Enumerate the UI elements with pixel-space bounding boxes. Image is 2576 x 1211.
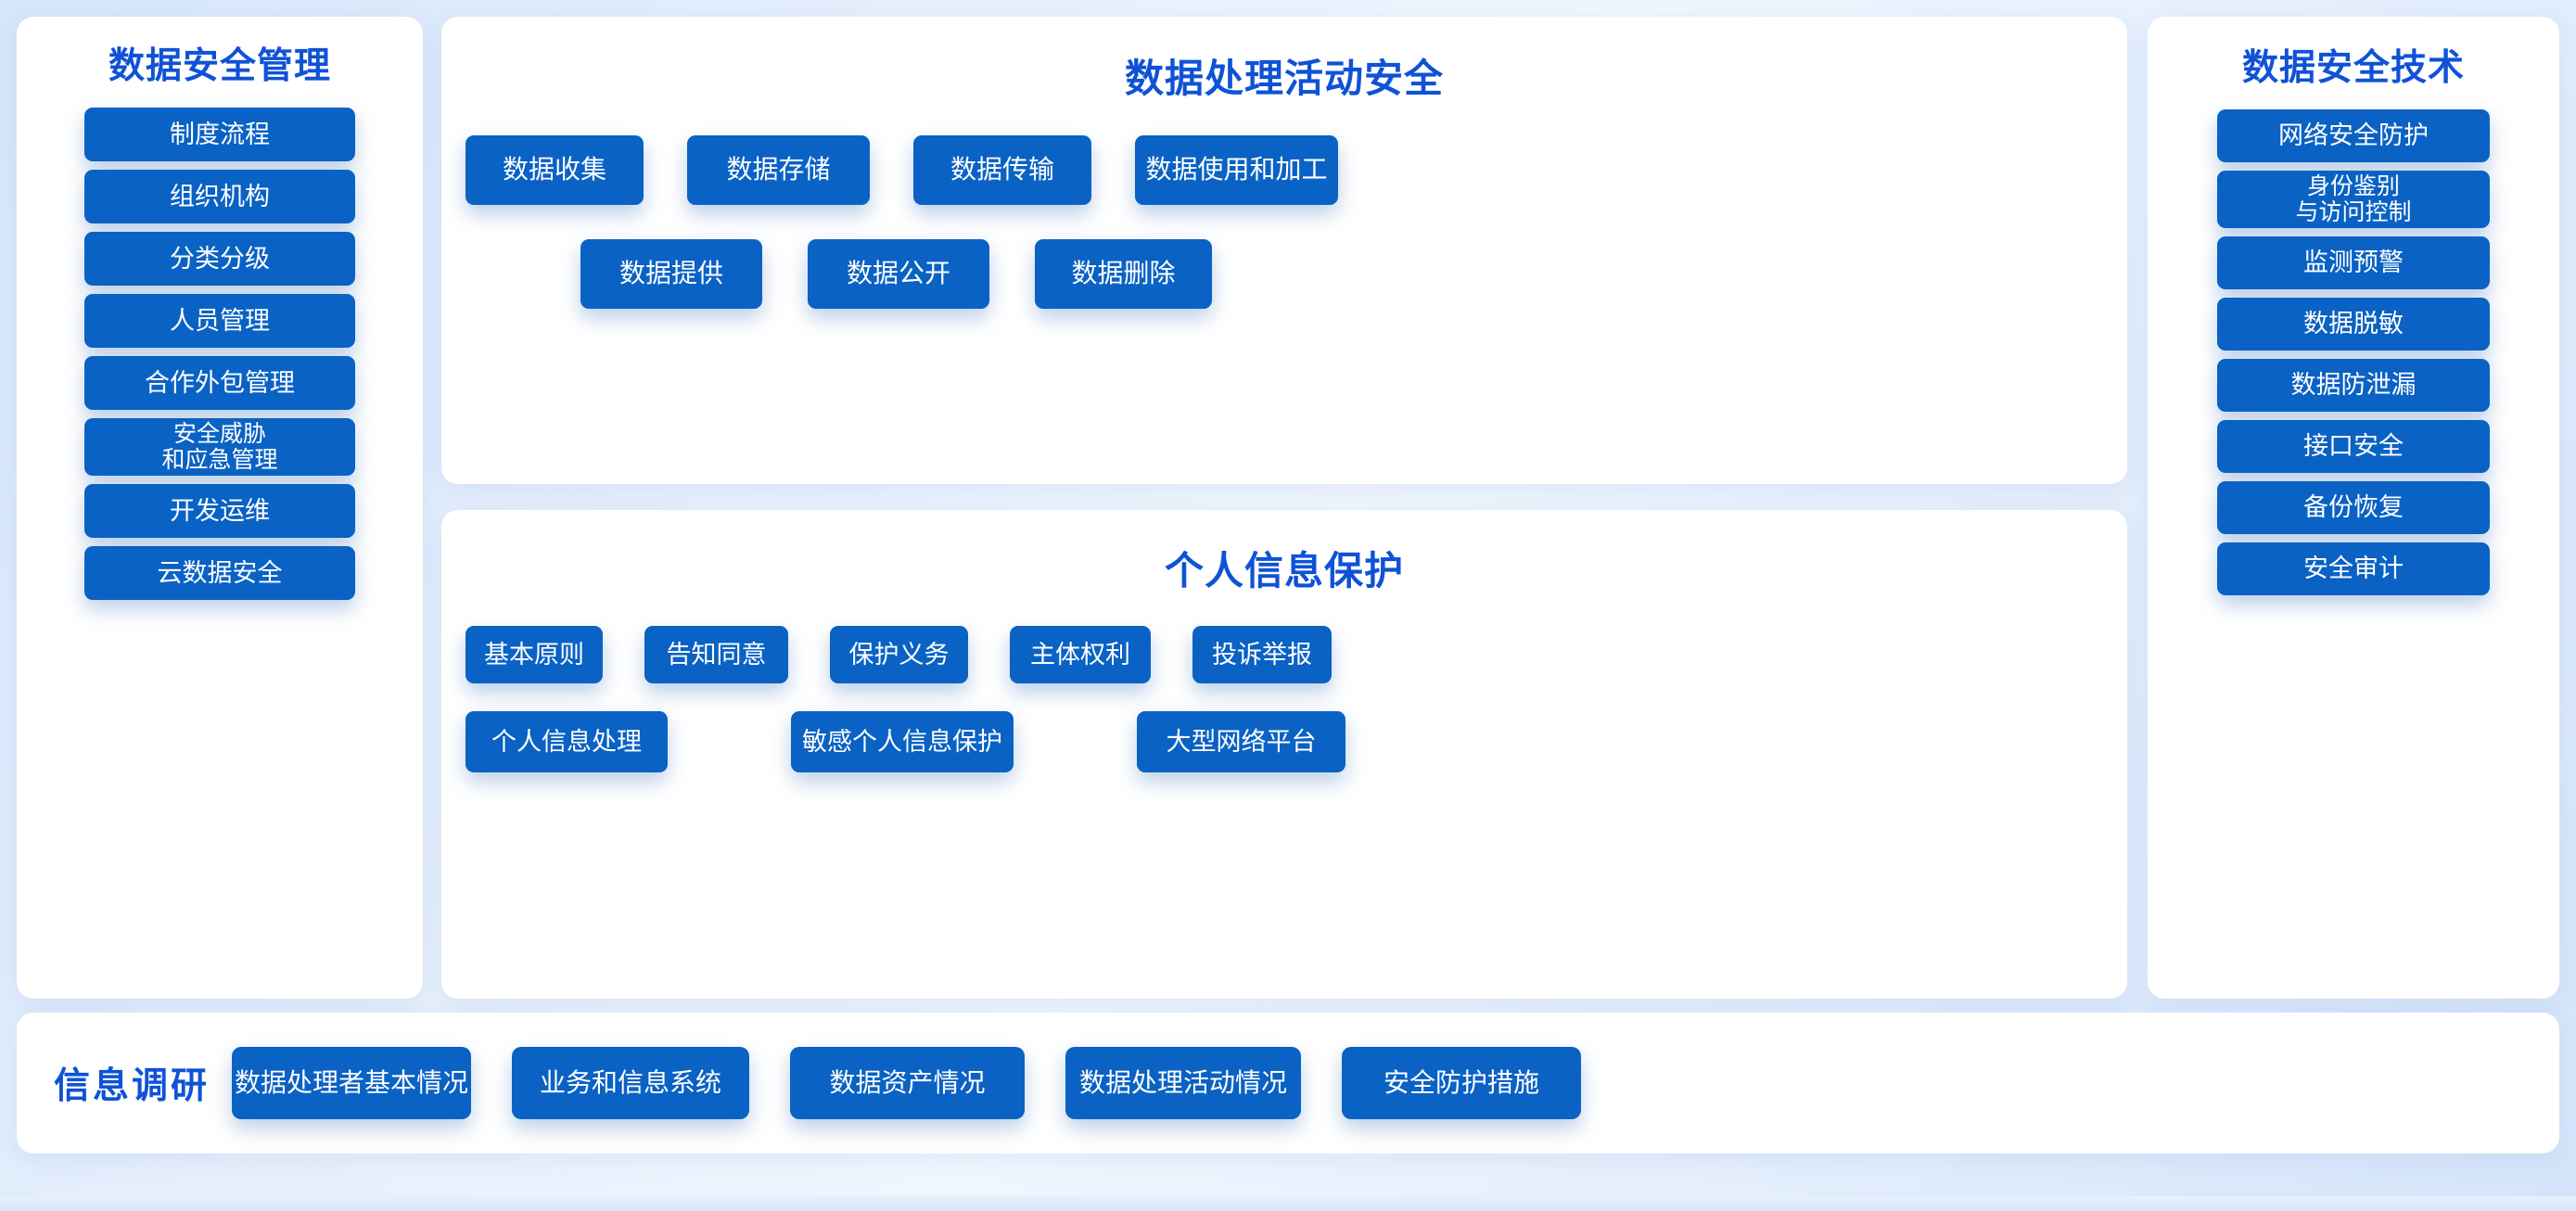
bottom-edge-strip bbox=[0, 1196, 2576, 1211]
tile-data-deletion[interactable]: 数据删除 bbox=[1035, 239, 1212, 309]
tile-data-use-and-processing[interactable]: 数据使用和加工 bbox=[1135, 135, 1338, 205]
tile-security-audit[interactable]: 安全审计 bbox=[2217, 542, 2490, 595]
tile-personnel-management[interactable]: 人员管理 bbox=[84, 294, 355, 348]
tile-data-processor-basic-info[interactable]: 数据处理者基本情况 bbox=[232, 1047, 472, 1119]
tile-network-security-protection[interactable]: 网络安全防护 bbox=[2217, 109, 2490, 162]
tile-data-asset-status[interactable]: 数据资产情况 bbox=[790, 1047, 1026, 1119]
panel-information-research: 信息调研 数据处理者基本情况 业务和信息系统 数据资产情况 数据处理活动情况 安… bbox=[17, 1013, 2559, 1154]
tile-notice-and-consent[interactable]: 告知同意 bbox=[644, 626, 788, 683]
tile-interface-security[interactable]: 接口安全 bbox=[2217, 420, 2490, 473]
tile-security-threat-emergency-management[interactable]: 安全威胁 和应急管理 bbox=[84, 418, 355, 476]
tile-data-storage[interactable]: 数据存储 bbox=[687, 135, 870, 205]
panel-title-personal-information-protection: 个人信息保护 bbox=[1164, 549, 1404, 593]
activity-row-1: 数据收集 数据存储 数据传输 数据使用和加工 bbox=[441, 135, 2127, 205]
tile-sensitive-personal-information-protection[interactable]: 敏感个人信息保护 bbox=[791, 711, 1014, 772]
tile-data-collection[interactable]: 数据收集 bbox=[465, 135, 644, 205]
data-security-technology-tile-list: 网络安全防护 身份鉴别 与访问控制 监测预警 数据脱敏 数据防泄漏 接口安全 备… bbox=[2148, 109, 2559, 595]
tile-partner-outsourcing-management[interactable]: 合作外包管理 bbox=[84, 356, 355, 410]
tile-cloud-data-security[interactable]: 云数据安全 bbox=[84, 546, 355, 600]
tile-data-transmission[interactable]: 数据传输 bbox=[913, 135, 1091, 205]
panel-title-data-security-technology: 数据安全技术 bbox=[2241, 48, 2465, 88]
tile-protection-obligations[interactable]: 保护义务 bbox=[830, 626, 968, 683]
panel-title-data-security-management: 数据安全管理 bbox=[108, 46, 331, 86]
tile-backup-and-recovery[interactable]: 备份恢复 bbox=[2217, 481, 2490, 534]
tile-business-and-information-systems[interactable]: 业务和信息系统 bbox=[512, 1047, 750, 1119]
activity-row-2: 数据提供 数据公开 数据删除 bbox=[441, 239, 2127, 309]
panel-personal-information-protection: 个人信息保护 基本原则 告知同意 保护义务 主体权利 投诉举报 个人信息处理 敏… bbox=[441, 510, 2127, 999]
panel-title-data-processing-activity-security: 数据处理活动安全 bbox=[1124, 57, 1444, 100]
information-research-tile-list: 数据处理者基本情况 业务和信息系统 数据资产情况 数据处理活动情况 安全防护措施 bbox=[232, 1047, 1582, 1119]
personal-info-row-2: 个人信息处理 敏感个人信息保护 大型网络平台 bbox=[441, 711, 2127, 772]
panel-data-security-technology: 数据安全技术 网络安全防护 身份鉴别 与访问控制 监测预警 数据脱敏 数据防泄漏… bbox=[2148, 17, 2559, 999]
tile-data-processing-activity-status[interactable]: 数据处理活动情况 bbox=[1065, 1047, 1302, 1119]
tile-monitoring-and-early-warning[interactable]: 监测预警 bbox=[2217, 236, 2490, 289]
panel-title-information-research: 信息调研 bbox=[54, 1066, 210, 1106]
tile-classification-grading[interactable]: 分类分级 bbox=[84, 232, 355, 286]
tile-identity-authentication-access-control[interactable]: 身份鉴别 与访问控制 bbox=[2217, 171, 2490, 228]
data-security-management-tile-list: 制度流程 组织机构 分类分级 人员管理 合作外包管理 安全威胁 和应急管理 开发… bbox=[17, 108, 423, 600]
tile-organization[interactable]: 组织机构 bbox=[84, 170, 355, 223]
tile-large-network-platform[interactable]: 大型网络平台 bbox=[1137, 711, 1345, 772]
panel-data-security-management: 数据安全管理 制度流程 组织机构 分类分级 人员管理 合作外包管理 安全威胁 和… bbox=[17, 17, 423, 999]
tile-basic-principles[interactable]: 基本原则 bbox=[465, 626, 603, 683]
tile-security-protection-measures[interactable]: 安全防护措施 bbox=[1342, 1047, 1582, 1119]
tile-devops[interactable]: 开发运维 bbox=[84, 484, 355, 538]
tile-complaints-and-reports[interactable]: 投诉举报 bbox=[1192, 626, 1332, 683]
panel-data-processing-activity-security: 数据处理活动安全 数据收集 数据存储 数据传输 数据使用和加工 数据提供 数据公… bbox=[441, 17, 2127, 484]
tile-subject-rights[interactable]: 主体权利 bbox=[1010, 626, 1151, 683]
tile-data-desensitization[interactable]: 数据脱敏 bbox=[2217, 298, 2490, 351]
personal-info-row-1: 基本原则 告知同意 保护义务 主体权利 投诉举报 bbox=[441, 626, 2127, 683]
tile-data-provision[interactable]: 数据提供 bbox=[580, 239, 762, 309]
tile-system-process[interactable]: 制度流程 bbox=[84, 108, 355, 161]
tile-data-leakage-prevention[interactable]: 数据防泄漏 bbox=[2217, 359, 2490, 412]
tile-personal-information-processing[interactable]: 个人信息处理 bbox=[465, 711, 668, 772]
tile-data-disclosure[interactable]: 数据公开 bbox=[808, 239, 989, 309]
